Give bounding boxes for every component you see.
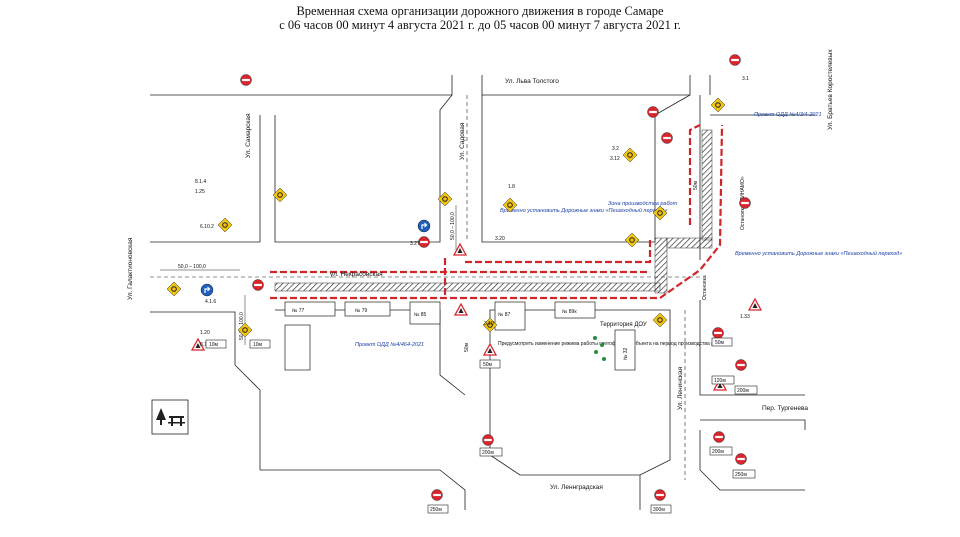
plate-200m-b: 200м [482, 450, 494, 456]
plate-250m-b: 250м [430, 507, 442, 513]
building-77: № 77 [292, 308, 305, 314]
warning-triangle-icon [483, 343, 497, 356]
street-leninskaya: Ул. Ленинская [677, 366, 684, 410]
no-entry-sign-icon [431, 489, 443, 501]
code-4-1-6: 4.1.6 [205, 299, 216, 305]
building-32: № 32 [623, 347, 629, 360]
code-1-20: 1.20 [200, 330, 210, 336]
direction-arrow-sign-icon [200, 283, 214, 297]
note-bus-stop: Остановка [702, 275, 708, 300]
street-labels: Ул. Льва Толстого Ул. Самарская Ул. Садо… [127, 49, 834, 491]
distance-left: 50,0 – 100,0 [178, 264, 206, 270]
street-br-korostelevyh: Ул. Братьев Коростелевых [827, 49, 834, 130]
plate-300m: 300м [653, 507, 665, 513]
code-6-10-2: 6.10.2 [200, 224, 214, 230]
code-1-25: 1.25 [195, 189, 205, 195]
plate-10m-a: 10м [209, 342, 219, 348]
street-samarskaya: Ул. Самарская [245, 113, 252, 158]
note-temp-install-1: Временно установить Дорожные знаки «Пеше… [500, 207, 667, 214]
building-85: № 85 [414, 312, 427, 318]
trees [593, 336, 606, 361]
no-entry-sign-icon [729, 54, 741, 66]
code-8-1-1: 8.1.1 [200, 342, 211, 348]
street-galaktionovskaya: Ул. Галактионовская [127, 237, 134, 300]
street-turgeneva: Пер. Тургенева [762, 405, 808, 412]
street-nekrasovskaya: ул. Некрасовская [330, 271, 383, 278]
road-signs [166, 54, 762, 501]
no-entry-sign-icon [661, 132, 673, 144]
code-3-12: 3.12 [610, 156, 620, 162]
works-zone [274, 129, 713, 294]
no-entry-sign-icon [482, 434, 494, 446]
note-project-odd-1: Проект ОДД №4/464-2021 [355, 342, 424, 348]
picnic-table-icon [151, 399, 189, 435]
plate-200m-c: 200м [712, 449, 724, 455]
note-project-odd-2: Проект ОДД №4/3/4-2021 [754, 112, 822, 118]
warning-triangle-icon [748, 298, 762, 311]
no-entry-sign-icon [735, 359, 747, 371]
no-entry-sign-icon [252, 279, 264, 291]
no-entry-sign-icon [240, 74, 252, 86]
warning-triangle-icon [454, 303, 468, 316]
note-warning-regime: Предусмотреть изменение режима работы св… [498, 341, 725, 347]
code-3-10: 3.10 [484, 321, 494, 327]
building-87: № 87 [498, 312, 511, 318]
distance-mid-vert: 50м [464, 342, 470, 352]
street-sadovaya: Ул. Садовая [459, 122, 466, 160]
roadworks-sign-icon [652, 312, 668, 328]
note-temp-install-2: Временно установить Дорожные знаки «Пеше… [735, 250, 902, 257]
note-territory-dou: Территория ДОУ [600, 322, 647, 328]
no-entry-sign-icon [713, 431, 725, 443]
code-3-27: 3.27 [410, 241, 420, 247]
plate-120m: 120м [714, 378, 726, 384]
code-1-33: 1.33 [740, 314, 750, 320]
note-zone-works: Зона производства работ [608, 201, 678, 207]
buildings: № 77 № 79 № 85 № 87 № 89к № 32 [284, 301, 636, 371]
temporary-fencing [270, 124, 724, 300]
code-3-2: 3.2 [612, 146, 619, 152]
plate-250m-a: 250м [735, 472, 747, 478]
street-lva-tolstogo: Ул. Льва Толстого [505, 78, 559, 85]
building-89k: № 89к [562, 309, 577, 315]
no-entry-sign-icon [739, 197, 751, 209]
no-entry-sign-icon [418, 236, 430, 248]
no-entry-sign-icon [647, 106, 659, 118]
roadworks-sign-icon [166, 281, 182, 297]
direction-arrow-sign-icon [417, 219, 431, 233]
title-line-2: с 06 часов 00 минут 4 августа 2021 г. до… [279, 18, 681, 32]
roadworks-sign-icon [622, 147, 638, 163]
roadworks-sign-icon [710, 97, 726, 113]
distance-plates: 10м 10м 50м 50м 120м 200м 200м 200м 250м… [205, 337, 758, 514]
title-line-1: Временная схема организации дорожного дв… [296, 4, 664, 18]
street-leningradskaya: Ул. Леннградская [550, 484, 603, 491]
plate-50m-a: 50м [483, 362, 493, 368]
building-79: № 79 [355, 308, 368, 314]
distance-right: 50м [693, 180, 699, 190]
plate-200m-a: 200м [737, 388, 749, 394]
no-entry-sign-icon [712, 327, 724, 339]
code-1-8: 1.8 [508, 184, 515, 190]
diagram-title: Временная схема организации дорожного дв… [0, 4, 960, 32]
code-3-20: 3.20 [495, 236, 505, 242]
no-entry-sign-icon [735, 453, 747, 465]
code-3-1: 3.1 [742, 76, 749, 82]
plate-50m-b: 50м [715, 340, 725, 346]
code-8-1-4: 8.1.4 [195, 179, 206, 185]
sign-codes: 3.1 1.25 1.20 3.20 3.27 3.10 4.1.6 8.1.1… [195, 76, 750, 348]
roadworks-sign-icon [624, 232, 640, 248]
no-entry-sign-icon [654, 489, 666, 501]
plate-10m-b: 10м [253, 342, 263, 348]
roadworks-sign-icon [217, 217, 233, 233]
distance-mid: 50,0 – 100,0 [450, 212, 456, 240]
